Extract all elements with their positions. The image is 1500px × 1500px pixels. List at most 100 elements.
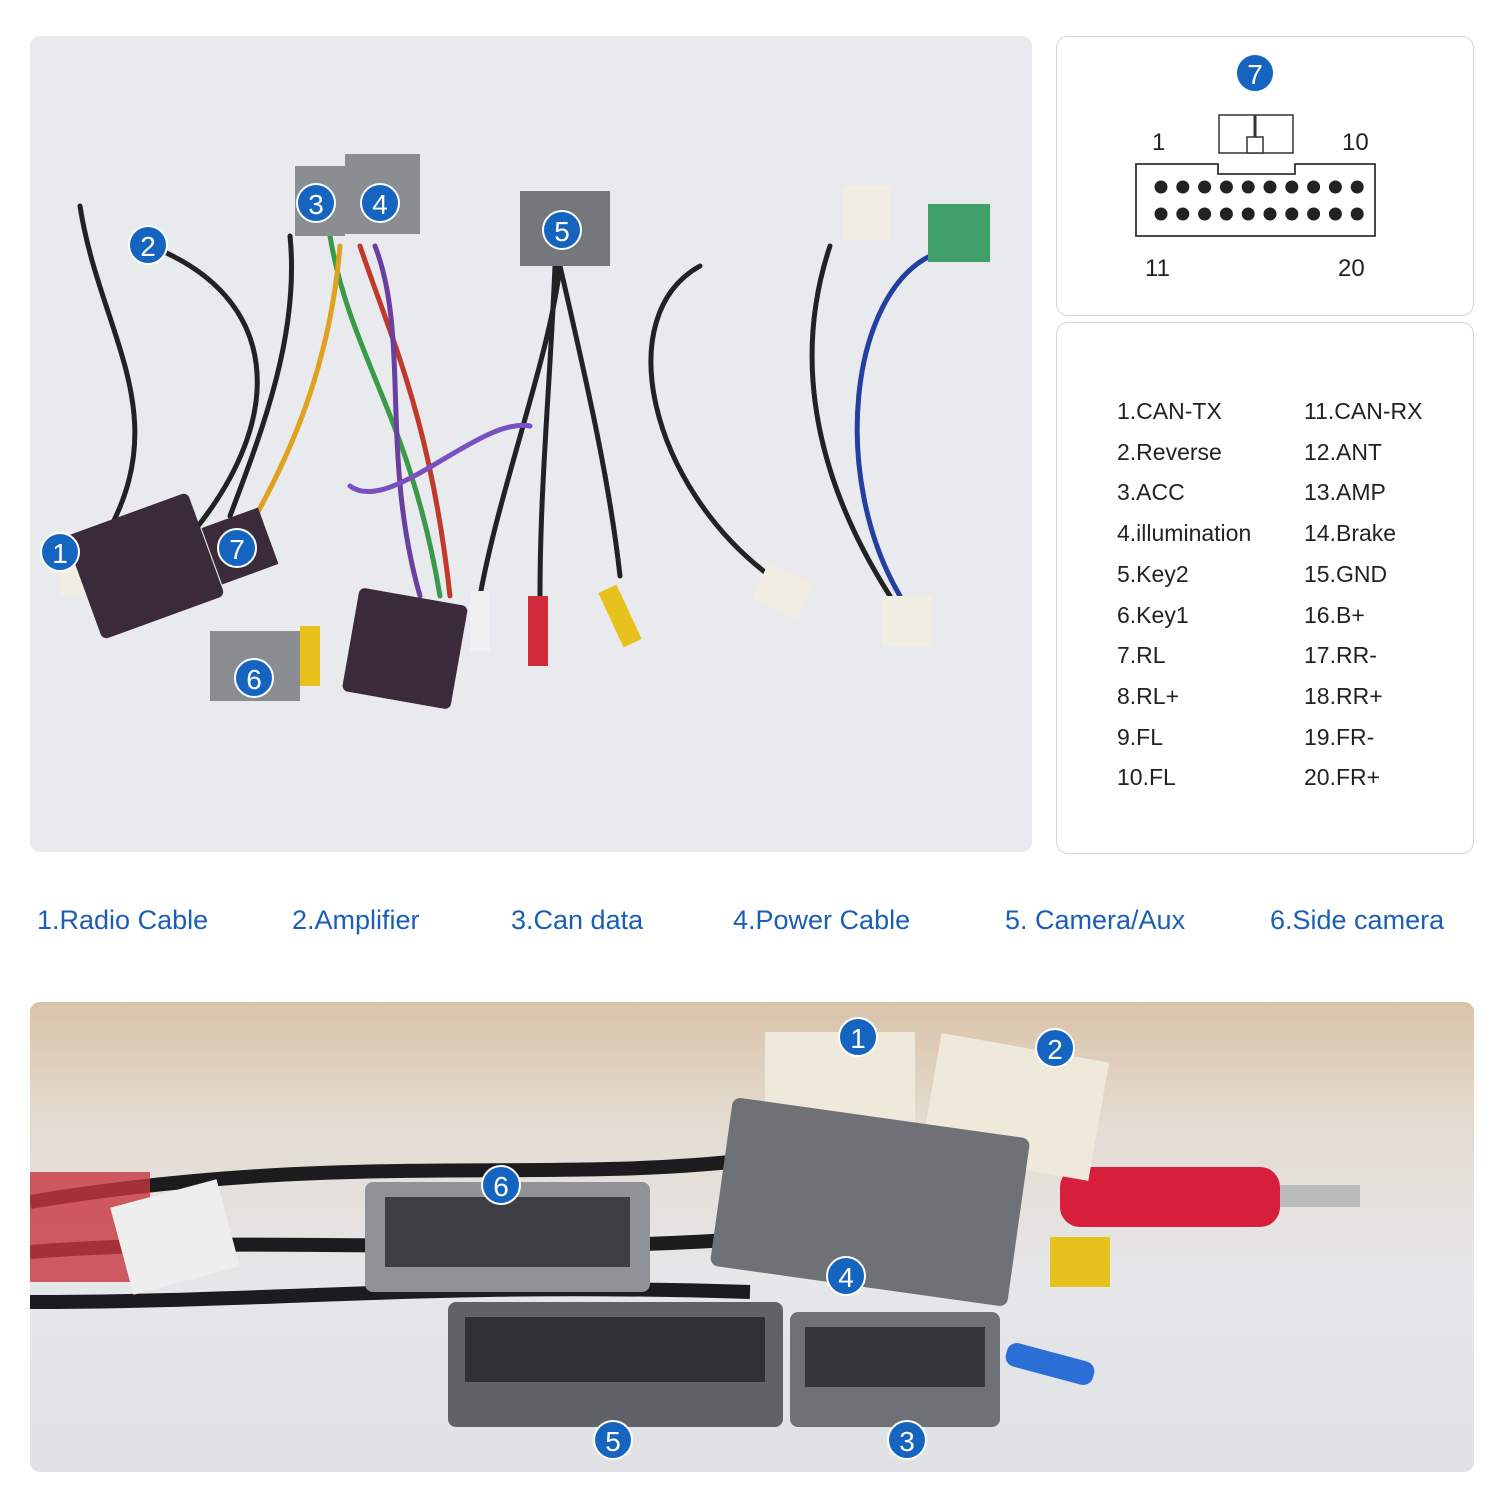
pin-dot bbox=[1198, 207, 1212, 221]
pin-assignment: 8.RL+ bbox=[1117, 682, 1180, 709]
wire bbox=[30, 1155, 731, 1209]
pin-assignment: 10.FL bbox=[1117, 764, 1176, 791]
cable-label-side-camera: 6.Side camera bbox=[1270, 905, 1445, 935]
pin-assignment: 11.CAN-RX bbox=[1304, 398, 1423, 424]
cable-label-power: 4.Power Cable bbox=[733, 905, 911, 935]
badge-5: 5 bbox=[542, 210, 582, 250]
wire bbox=[854, 253, 933, 599]
connectors bbox=[60, 154, 990, 709]
wire bbox=[809, 243, 893, 599]
white-sleeve bbox=[110, 1179, 240, 1295]
pin-assignment: 7.RL bbox=[1117, 642, 1166, 669]
cable-label-camera-aux: 5. Camera/Aux bbox=[1005, 905, 1186, 935]
pin-assignment: 5.Key2 bbox=[1117, 560, 1189, 587]
pin-assignment: 17.RR- bbox=[1304, 642, 1377, 669]
rca-yellow bbox=[300, 626, 320, 686]
closeup-badge-3: 3 bbox=[887, 1420, 927, 1460]
pin-assignment: 1.CAN-TX bbox=[1117, 398, 1222, 424]
pin-assignment-card: 1.CAN-TX 2.Reverse 3.ACC 4.illumination 5.Ke… bbox=[1056, 322, 1474, 854]
pin-dot bbox=[1241, 180, 1255, 194]
can-box bbox=[66, 493, 224, 639]
wire bbox=[357, 243, 453, 599]
pin-assignment: 20.FR+ bbox=[1304, 764, 1381, 791]
harness-illustration bbox=[60, 154, 990, 709]
rca-white bbox=[470, 591, 490, 651]
closeup-illustration bbox=[30, 1032, 1360, 1427]
power-box bbox=[342, 588, 468, 709]
wire bbox=[147, 243, 260, 539]
pin-assignment: 12.ANT bbox=[1304, 438, 1382, 465]
closeup-badge-6: 6 bbox=[481, 1165, 521, 1205]
connector-closeup-photo: 1 2 6 4 5 3 bbox=[30, 1002, 1474, 1472]
closeup-badge-4: 4 bbox=[826, 1256, 866, 1296]
pins bbox=[1154, 180, 1364, 221]
pin-dot bbox=[1328, 180, 1342, 194]
wire bbox=[347, 422, 533, 495]
wire bbox=[537, 263, 558, 599]
pin-dot bbox=[1307, 180, 1321, 194]
wire bbox=[372, 243, 423, 599]
harness-photo-top: 1 2 3 4 5 6 7 bbox=[30, 36, 1032, 852]
pin-label-20: 20 bbox=[1338, 255, 1365, 282]
pin-assignment: 16.B+ bbox=[1304, 601, 1365, 628]
pinout-diagram-card: 7 1 10 11 20 bbox=[1056, 36, 1474, 316]
pin-dot bbox=[1350, 207, 1364, 221]
rca-yellow-2 bbox=[598, 584, 642, 648]
closeup-badge-2: 2 bbox=[1035, 1028, 1075, 1068]
pin-assignment: 15.GND bbox=[1304, 560, 1388, 587]
connector-body bbox=[1135, 163, 1376, 237]
wire bbox=[227, 233, 295, 519]
rca-red bbox=[528, 596, 548, 666]
wire bbox=[648, 263, 773, 579]
pin-assignment: 4.illumination bbox=[1117, 520, 1252, 547]
badge-2: 2 bbox=[128, 225, 168, 265]
pin-dot bbox=[1285, 207, 1299, 221]
rca-pin bbox=[1280, 1185, 1360, 1207]
cable-label-radio: 1.Radio Cable bbox=[37, 905, 209, 935]
pin-dot bbox=[1350, 180, 1364, 194]
pin-assignment: 9.FL bbox=[1117, 723, 1164, 750]
pin-dot bbox=[1176, 207, 1190, 221]
pin-assignment: 18.RR+ bbox=[1304, 682, 1383, 709]
white-connector-2 bbox=[882, 596, 932, 646]
closeup-badge-5: 5 bbox=[593, 1420, 633, 1460]
connector-4 bbox=[710, 1097, 1030, 1307]
pin-dot bbox=[1307, 207, 1321, 221]
green-connector bbox=[928, 204, 990, 262]
pin-assignment: 6.Key1 bbox=[1117, 601, 1189, 628]
blue-terminal bbox=[1005, 1343, 1095, 1385]
cable-label-can-data: 3.Can data bbox=[511, 905, 644, 935]
pin-assignment: 13.AMP bbox=[1304, 479, 1386, 506]
cable-label-amplifier: 2.Amplifier bbox=[292, 905, 420, 935]
pin-assignment: 3.ACC bbox=[1117, 479, 1185, 506]
pin-dot bbox=[1219, 207, 1233, 221]
pin-dot bbox=[1263, 207, 1277, 221]
pin-dot bbox=[1176, 180, 1190, 194]
pin-dot bbox=[1328, 207, 1342, 221]
pin-dot bbox=[1219, 180, 1233, 194]
pin-dot bbox=[1285, 180, 1299, 194]
wire bbox=[247, 243, 343, 529]
badge-6: 6 bbox=[234, 658, 274, 698]
pin-dot bbox=[1263, 180, 1277, 194]
rca-yellow bbox=[1050, 1237, 1110, 1287]
wire bbox=[557, 263, 623, 579]
connector-diagram bbox=[1135, 114, 1376, 237]
pin-label-10: 10 bbox=[1342, 129, 1369, 156]
badge-1: 1 bbox=[40, 532, 80, 572]
pin-assignment: 2.Reverse bbox=[1117, 438, 1222, 465]
pin-dot bbox=[1241, 207, 1255, 221]
badge-7: 7 bbox=[217, 528, 257, 568]
closeup-badge-1: 1 bbox=[838, 1017, 878, 1057]
pin-label-11: 11 bbox=[1145, 255, 1170, 282]
pin-assignment: 19.FR- bbox=[1304, 723, 1375, 750]
pin-assignment: 14.Brake bbox=[1304, 520, 1397, 547]
badge-4: 4 bbox=[360, 183, 400, 223]
badge-3: 3 bbox=[296, 183, 336, 223]
wire bbox=[77, 203, 138, 549]
white-connector bbox=[843, 186, 891, 241]
pin-dot bbox=[1154, 207, 1168, 221]
antenna-connector bbox=[751, 562, 815, 620]
rca-red bbox=[1060, 1167, 1280, 1227]
pin-dot bbox=[1154, 180, 1168, 194]
